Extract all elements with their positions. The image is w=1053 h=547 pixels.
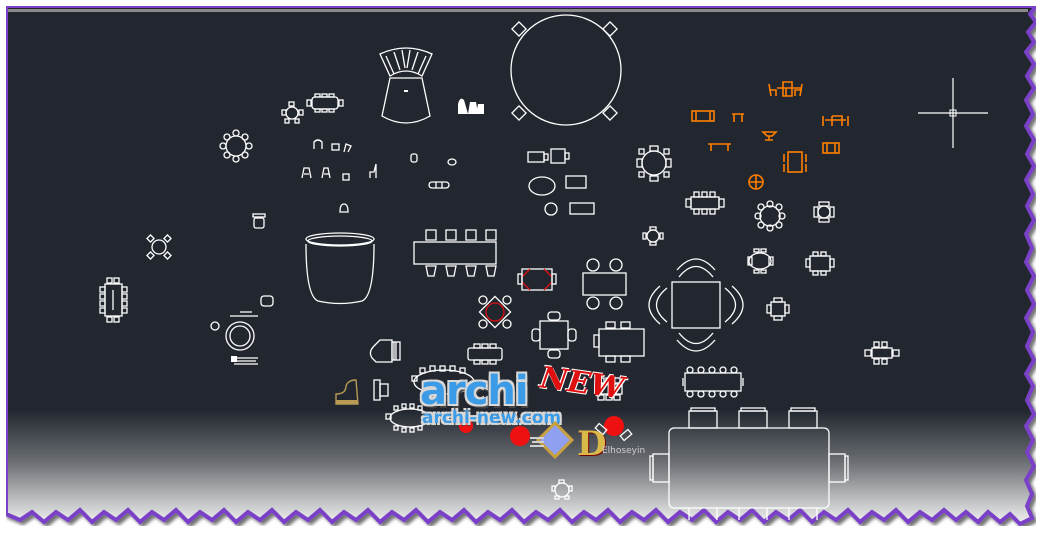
rect-table-6[interactable] <box>306 93 344 113</box>
oval-table-12[interactable] <box>411 365 475 395</box>
piano-bench[interactable] <box>373 379 389 401</box>
rect-table-4-armchairs[interactable] <box>582 258 627 310</box>
oval-table-4-right[interactable] <box>747 248 774 274</box>
rect-table-small[interactable] <box>467 343 503 365</box>
oval-table-10[interactable] <box>385 403 431 433</box>
square-table-4-mid-right[interactable] <box>766 297 790 321</box>
banquet-table-8[interactable] <box>413 229 497 277</box>
square-table-4[interactable] <box>531 311 577 359</box>
people-figures <box>458 98 484 114</box>
crosshair-cursor <box>918 78 988 148</box>
chair-elevations <box>301 139 457 213</box>
cad-viewport[interactable] <box>6 6 1036 526</box>
grand-piano-gold[interactable] <box>335 379 359 405</box>
rect-table-6-far-right[interactable] <box>864 341 900 365</box>
square-table-4-lounge[interactable] <box>648 258 744 352</box>
banquet-table-10[interactable] <box>682 366 744 398</box>
round-tables-red[interactable] <box>459 416 633 446</box>
rect-table-6-lower[interactable] <box>595 377 623 401</box>
round-table-4-far-right[interactable] <box>813 201 835 223</box>
round-table-4-small[interactable] <box>146 234 172 260</box>
armchair-small[interactable] <box>252 213 266 229</box>
round-table-6-bottom[interactable] <box>551 479 573 500</box>
title-strip <box>8 9 1028 12</box>
rect-table-6-center[interactable] <box>593 321 645 363</box>
square-table-red-diag[interactable] <box>517 268 557 291</box>
round-table-10-right[interactable] <box>754 200 786 232</box>
dining-place-setting <box>210 295 274 365</box>
round-table-8-right[interactable] <box>636 145 672 182</box>
rect-table-10-vertical[interactable] <box>99 277 128 323</box>
tub-chair-front[interactable] <box>305 232 375 305</box>
round-table-8[interactable] <box>219 129 253 163</box>
table-group-center-top[interactable] <box>527 148 595 216</box>
rect-table-8-right[interactable] <box>685 191 725 215</box>
grand-piano[interactable] <box>369 339 401 363</box>
large-conference-table[interactable] <box>649 407 849 520</box>
round-table-4-right-small[interactable] <box>642 226 664 246</box>
round-table-4-large[interactable] <box>510 14 622 126</box>
orange-dining-set[interactable] <box>691 81 849 190</box>
round-table-4-red[interactable] <box>478 295 512 329</box>
round-table-6-small[interactable] <box>281 101 304 124</box>
torn-frame <box>6 6 1036 526</box>
lounge-chair-top[interactable] <box>379 47 433 124</box>
square-table-6-right[interactable] <box>805 251 835 276</box>
